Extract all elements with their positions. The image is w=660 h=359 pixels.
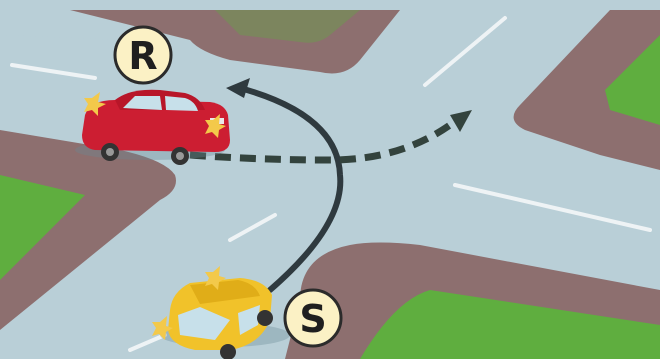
label-r-text: R <box>128 34 157 78</box>
label-r-badge: R <box>115 27 171 83</box>
label-s-badge: S <box>285 290 341 346</box>
label-s-text: S <box>299 297 326 341</box>
